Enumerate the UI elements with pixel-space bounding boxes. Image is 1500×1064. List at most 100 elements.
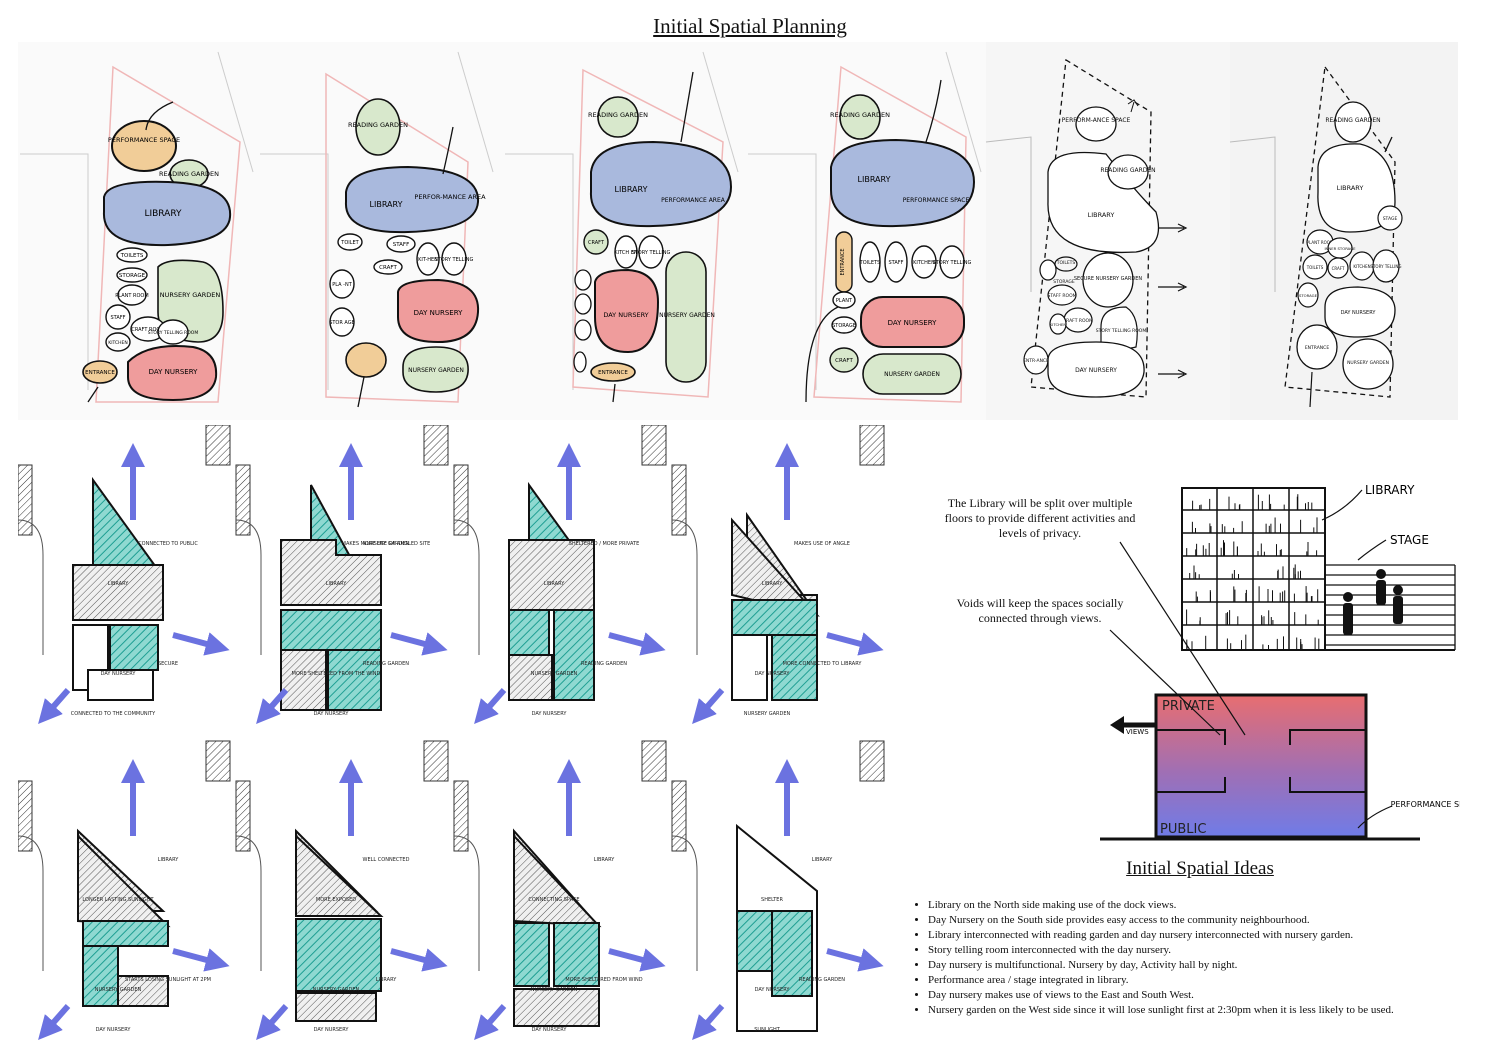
- neighbour-building: [423, 425, 449, 466]
- zone-block: [513, 988, 600, 1027]
- zone-block: [771, 910, 813, 997]
- neighbour-building: [205, 425, 231, 466]
- zoning-note: DAY NURSERY: [532, 1027, 568, 1033]
- svg-text:KITCHEN: KITCHEN: [913, 260, 935, 266]
- svg-text:ENTRANCE: ENTRANCE: [85, 370, 115, 376]
- svg-text:KITCH EN: KITCH EN: [614, 250, 638, 256]
- bubble-sketch-6: READING GARDEN LIBRARY STAGE PLANT ROOM …: [1229, 65, 1403, 408]
- zone-block: [280, 609, 382, 651]
- svg-text:DAY NURSERY: DAY NURSERY: [414, 309, 464, 317]
- svg-text:CRAFT: CRAFT: [379, 265, 397, 271]
- east-arrow-icon: [172, 948, 230, 972]
- svg-text:READING GARDEN: READING GARDEN: [588, 111, 648, 119]
- zone-block: [295, 833, 384, 917]
- svg-text:STORY TELLING: STORY TELLING: [1370, 264, 1401, 269]
- street-edge: [671, 835, 698, 971]
- svg-text:KIT-HEN: KIT-HEN: [418, 257, 438, 263]
- neighbour-building: [205, 740, 231, 782]
- svg-text:CRAFT ROOM: CRAFT ROOM: [1063, 318, 1093, 324]
- zoning-note: MORE SHELTERED FROM THE WIND: [292, 671, 381, 677]
- label-reading-garden: READING GARDEN: [159, 170, 219, 178]
- street-edge: [235, 519, 262, 655]
- zoning-note: SECURE: [158, 661, 178, 667]
- street-edge: [453, 835, 480, 971]
- library-shelf-grid: [1181, 487, 1326, 651]
- zoning-note: MAKES MORE USE OF ANGLED SITE: [342, 541, 431, 547]
- label-performance-space: PERFORMANCE SPACE: [1391, 800, 1460, 809]
- idea-item: Day nursery makes use of views to the Ea…: [928, 988, 1500, 1003]
- stage-steps: [1325, 564, 1456, 651]
- svg-text:STAFF ROOM: STAFF ROOM: [1047, 293, 1076, 299]
- stage-figures: [1343, 569, 1403, 635]
- label-public: PUBLIC: [1160, 822, 1206, 837]
- zoning-note: SHELTERED / MORE PRIVATE: [569, 541, 640, 547]
- svg-text:TOILET: TOILET: [340, 240, 359, 246]
- neighbour-building: [18, 464, 33, 536]
- label-nursery-garden: NURSERY GARDEN: [160, 291, 221, 299]
- idea-item: Library on the North side making use of …: [928, 898, 1500, 913]
- label-day-nursery: DAY NURSERY: [149, 368, 199, 376]
- label-stage: STAGE: [1390, 533, 1429, 547]
- svg-text:ENTRANCE: ENTRANCE: [598, 370, 628, 376]
- southwest-arrow-icon: [692, 688, 725, 725]
- zone-block: [295, 992, 377, 1022]
- caption-library-floors: The Library will be split over multiple …: [944, 496, 1136, 540]
- svg-text:DAY NURSERY: DAY NURSERY: [888, 319, 938, 327]
- label-library-section: LIBRARY: [1365, 483, 1415, 497]
- svg-text:NURSERY GARDEN: NURSERY GARDEN: [1347, 360, 1389, 366]
- street-edge: [671, 519, 698, 655]
- neighbour-building: [423, 740, 449, 782]
- svg-text:STAFF: STAFF: [110, 315, 125, 321]
- svg-text:ENTR-ANCE: ENTR-ANCE: [1023, 358, 1049, 364]
- neighbour-building: [671, 780, 687, 852]
- zoning-sketch-2: MAKES MORE USE OF ANGLED SITELIBRARYREAD…: [235, 425, 450, 731]
- zoning-note: LIBRARY: [762, 581, 784, 587]
- svg-text:TOILETS: TOILETS: [1306, 265, 1324, 270]
- zoning-note: LIBRARY: [594, 857, 616, 863]
- svg-text:LIBRARY: LIBRARY: [1337, 184, 1364, 192]
- zoning-note: NURSERY GARDEN: [531, 987, 578, 993]
- views-arrow-icon: [1110, 716, 1155, 734]
- zoning-note: LIBRARY: [108, 581, 130, 587]
- svg-text:READING GARDEN: READING GARDEN: [1100, 167, 1155, 174]
- svg-text:PLANT ROOM: PLANT ROOM: [115, 293, 148, 299]
- zone-block: [82, 945, 119, 1007]
- svg-text:KITCHEN: KITCHEN: [1050, 322, 1067, 327]
- zoning-note: DAY NURSERY: [532, 711, 568, 717]
- bubble-sketch-4: READING GARDEN LIBRARY PERFORMANCE SPACE…: [748, 51, 982, 403]
- svg-text:SECURE NURSERY GARDEN: SECURE NURSERY GARDEN: [1074, 276, 1142, 282]
- zoning-note: CONNECTED TO THE COMMUNITY: [71, 711, 156, 717]
- svg-text:LIBRARY: LIBRARY: [615, 185, 648, 194]
- idea-item: Day Nursery on the South side provides e…: [928, 913, 1500, 928]
- zone-block: [109, 624, 159, 671]
- section-diagram: LIBRARY STAGE PRIVATE PUBLIC VIEWS PERFO…: [1100, 483, 1460, 841]
- neighbour-building: [859, 740, 885, 782]
- east-arrow-icon: [172, 632, 230, 656]
- southwest-arrow-icon: [256, 1004, 289, 1041]
- bubble-diagrams-svg: PERFORMANCE SPACE READING GARDEN LIBRARY…: [18, 42, 1458, 420]
- svg-text:PLA -NT: PLA -NT: [332, 282, 352, 288]
- southwest-arrow-icon: [38, 1004, 71, 1041]
- svg-text:LIBRARY: LIBRARY: [370, 200, 403, 209]
- east-arrow-icon: [608, 948, 666, 972]
- svg-text:STORY TELLING ROOM: STORY TELLING ROOM: [1096, 328, 1147, 334]
- svg-text:READING GARDEN: READING GARDEN: [830, 111, 890, 119]
- east-arrow-icon: [608, 632, 666, 656]
- zoning-note: READING GARDEN: [581, 661, 627, 667]
- zone-block: [72, 564, 164, 621]
- zoning-note: NURSERY GARDEN: [95, 987, 142, 993]
- svg-text:CRAFT: CRAFT: [835, 358, 853, 364]
- svg-text:DAY NURSERY: DAY NURSERY: [1341, 310, 1377, 316]
- svg-text:NURSERY GARDEN: NURSERY GARDEN: [408, 367, 464, 374]
- svg-text:STOR AGE: STOR AGE: [329, 320, 355, 326]
- zone-block: [295, 918, 382, 992]
- label-views: VIEWS: [1126, 728, 1149, 736]
- east-arrow-icon: [390, 948, 448, 972]
- zoning-note: READING GARDEN: [363, 661, 409, 667]
- zoning-note: WELL CONNECTED: [363, 857, 410, 863]
